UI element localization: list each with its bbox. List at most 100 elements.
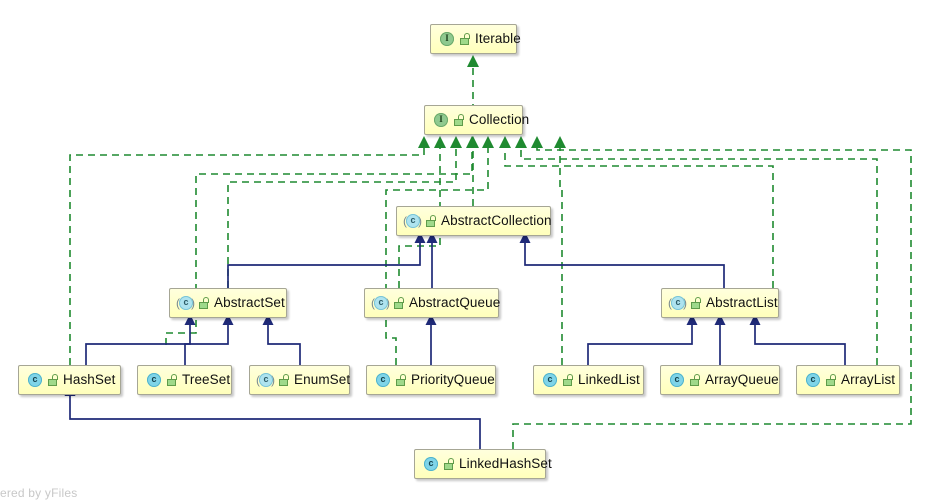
node-arraylist[interactable]: c ArrayList	[796, 365, 900, 395]
node-hashset[interactable]: c HashSet	[18, 365, 121, 395]
abstract-paren-left: (	[403, 213, 407, 228]
type-marker: c	[28, 372, 42, 387]
lock-icon	[394, 297, 404, 309]
extends-edges	[64, 232, 846, 449]
abstract-class-icon: ()c	[668, 295, 687, 312]
type-marker: c	[671, 295, 685, 310]
edge-hashset-extends-abstractset	[85, 314, 196, 365]
edge-hashset-implements-collection	[69, 136, 430, 365]
node-collection[interactable]: I Collection	[424, 105, 529, 135]
node-label: PriorityQueue	[411, 372, 495, 388]
node-label: LinkedList	[578, 372, 640, 388]
class-icon: c	[422, 456, 439, 473]
lock-icon	[454, 114, 464, 126]
abstract-paren-right: )	[683, 295, 687, 310]
abstract-class-icon: ()c	[256, 372, 275, 389]
edge-abstractlist-extends-abstractcollection	[519, 232, 725, 288]
node-treeset[interactable]: c TreeSet	[137, 365, 232, 395]
node-label: HashSet	[63, 372, 116, 388]
edge-linkedlist-implements-collection	[554, 136, 566, 365]
node-abstractset[interactable]: ()c AbstractSet	[169, 288, 287, 318]
type-marker: c	[670, 372, 684, 387]
abstract-class-icon: ()c	[403, 213, 422, 230]
type-marker: I	[440, 31, 454, 46]
node-label: AbstractList	[706, 295, 778, 311]
lock-icon	[396, 374, 406, 386]
lock-icon	[563, 374, 573, 386]
node-enumset[interactable]: ()c EnumSet	[249, 365, 350, 395]
edge-arraylist-implements-collection	[515, 136, 878, 365]
class-icon: c	[374, 372, 391, 389]
abstract-paren-left: (	[371, 295, 375, 310]
implements-edges	[69, 55, 912, 449]
class-icon: c	[804, 372, 821, 389]
edge-linkedhashset-extends-hashset	[64, 385, 481, 449]
class-icon: c	[26, 372, 43, 389]
node-linkedhashset[interactable]: c LinkedHashSet	[414, 449, 552, 479]
lock-icon	[826, 374, 836, 386]
edge-abstractset-implements-collection	[227, 136, 462, 288]
node-linkedlist[interactable]: c LinkedList	[533, 365, 644, 395]
node-abstractqueue[interactable]: ()c AbstractQueue	[364, 288, 501, 318]
abstract-paren-left: (	[256, 372, 260, 387]
edge-linkedlist-extends-abstractlist	[587, 314, 698, 365]
node-iterable[interactable]: I Iterable	[430, 24, 521, 54]
interface-icon: I	[438, 31, 455, 48]
edge-arraylist-extends-abstractlist	[749, 314, 846, 365]
lock-icon	[199, 297, 209, 309]
abstract-paren-left: (	[176, 295, 180, 310]
type-marker: c	[374, 295, 388, 310]
abstract-paren-right: )	[271, 372, 275, 387]
edge-enumset-implements-collection	[385, 136, 494, 365]
edge-abstractset-extends-abstractcollection	[227, 232, 426, 288]
interface-icon: I	[432, 112, 449, 129]
class-icon: c	[541, 372, 558, 389]
type-marker: c	[806, 372, 820, 387]
edge-treeset-implements-collection	[165, 136, 478, 345]
type-marker: c	[147, 372, 161, 387]
edge-treeset-extends-abstractset	[184, 314, 234, 365]
lock-icon	[444, 458, 454, 470]
node-label: EnumSet	[294, 372, 351, 388]
abstract-class-icon: ()c	[176, 295, 195, 312]
abstract-paren-right: )	[191, 295, 195, 310]
node-label: LinkedHashSet	[459, 456, 552, 472]
abstract-paren-right: )	[418, 213, 422, 228]
lock-icon	[690, 374, 700, 386]
node-label: AbstractCollection	[441, 213, 552, 229]
type-marker: c	[376, 372, 390, 387]
abstract-paren-left: (	[668, 295, 672, 310]
lock-icon	[691, 297, 701, 309]
edge-enumset-extends-abstractset	[262, 314, 301, 365]
node-label: AbstractSet	[214, 295, 285, 311]
type-marker: c	[259, 372, 273, 387]
node-priorityqueue[interactable]: c PriorityQueue	[366, 365, 496, 395]
lock-icon	[279, 374, 289, 386]
edge-linkedhashset-implements-collection	[512, 136, 912, 449]
lock-icon	[167, 374, 177, 386]
type-marker: c	[179, 295, 193, 310]
node-label: ArrayQueue	[705, 372, 779, 388]
abstract-class-icon: ()c	[371, 295, 390, 312]
type-marker: c	[543, 372, 557, 387]
class-icon: c	[668, 372, 685, 389]
node-label: ArrayList	[841, 372, 896, 388]
class-icon: c	[145, 372, 162, 389]
lock-icon	[48, 374, 58, 386]
type-marker: c	[406, 213, 420, 228]
node-label: AbstractQueue	[409, 295, 501, 311]
node-label: Collection	[469, 112, 530, 128]
lock-icon	[426, 215, 436, 227]
type-marker: c	[424, 456, 438, 471]
node-arrayqueue[interactable]: c ArrayQueue	[660, 365, 780, 395]
watermark: Powered by yFiles	[0, 486, 78, 500]
node-abstractcollection[interactable]: ()c AbstractCollection	[396, 206, 552, 236]
node-abstractlist[interactable]: ()c AbstractList	[661, 288, 779, 318]
edge-abstractlist-implements-collection	[499, 136, 774, 288]
abstract-paren-right: )	[386, 295, 390, 310]
node-label: Iterable	[475, 31, 521, 47]
node-label: TreeSet	[182, 372, 231, 388]
lock-icon	[460, 33, 470, 45]
